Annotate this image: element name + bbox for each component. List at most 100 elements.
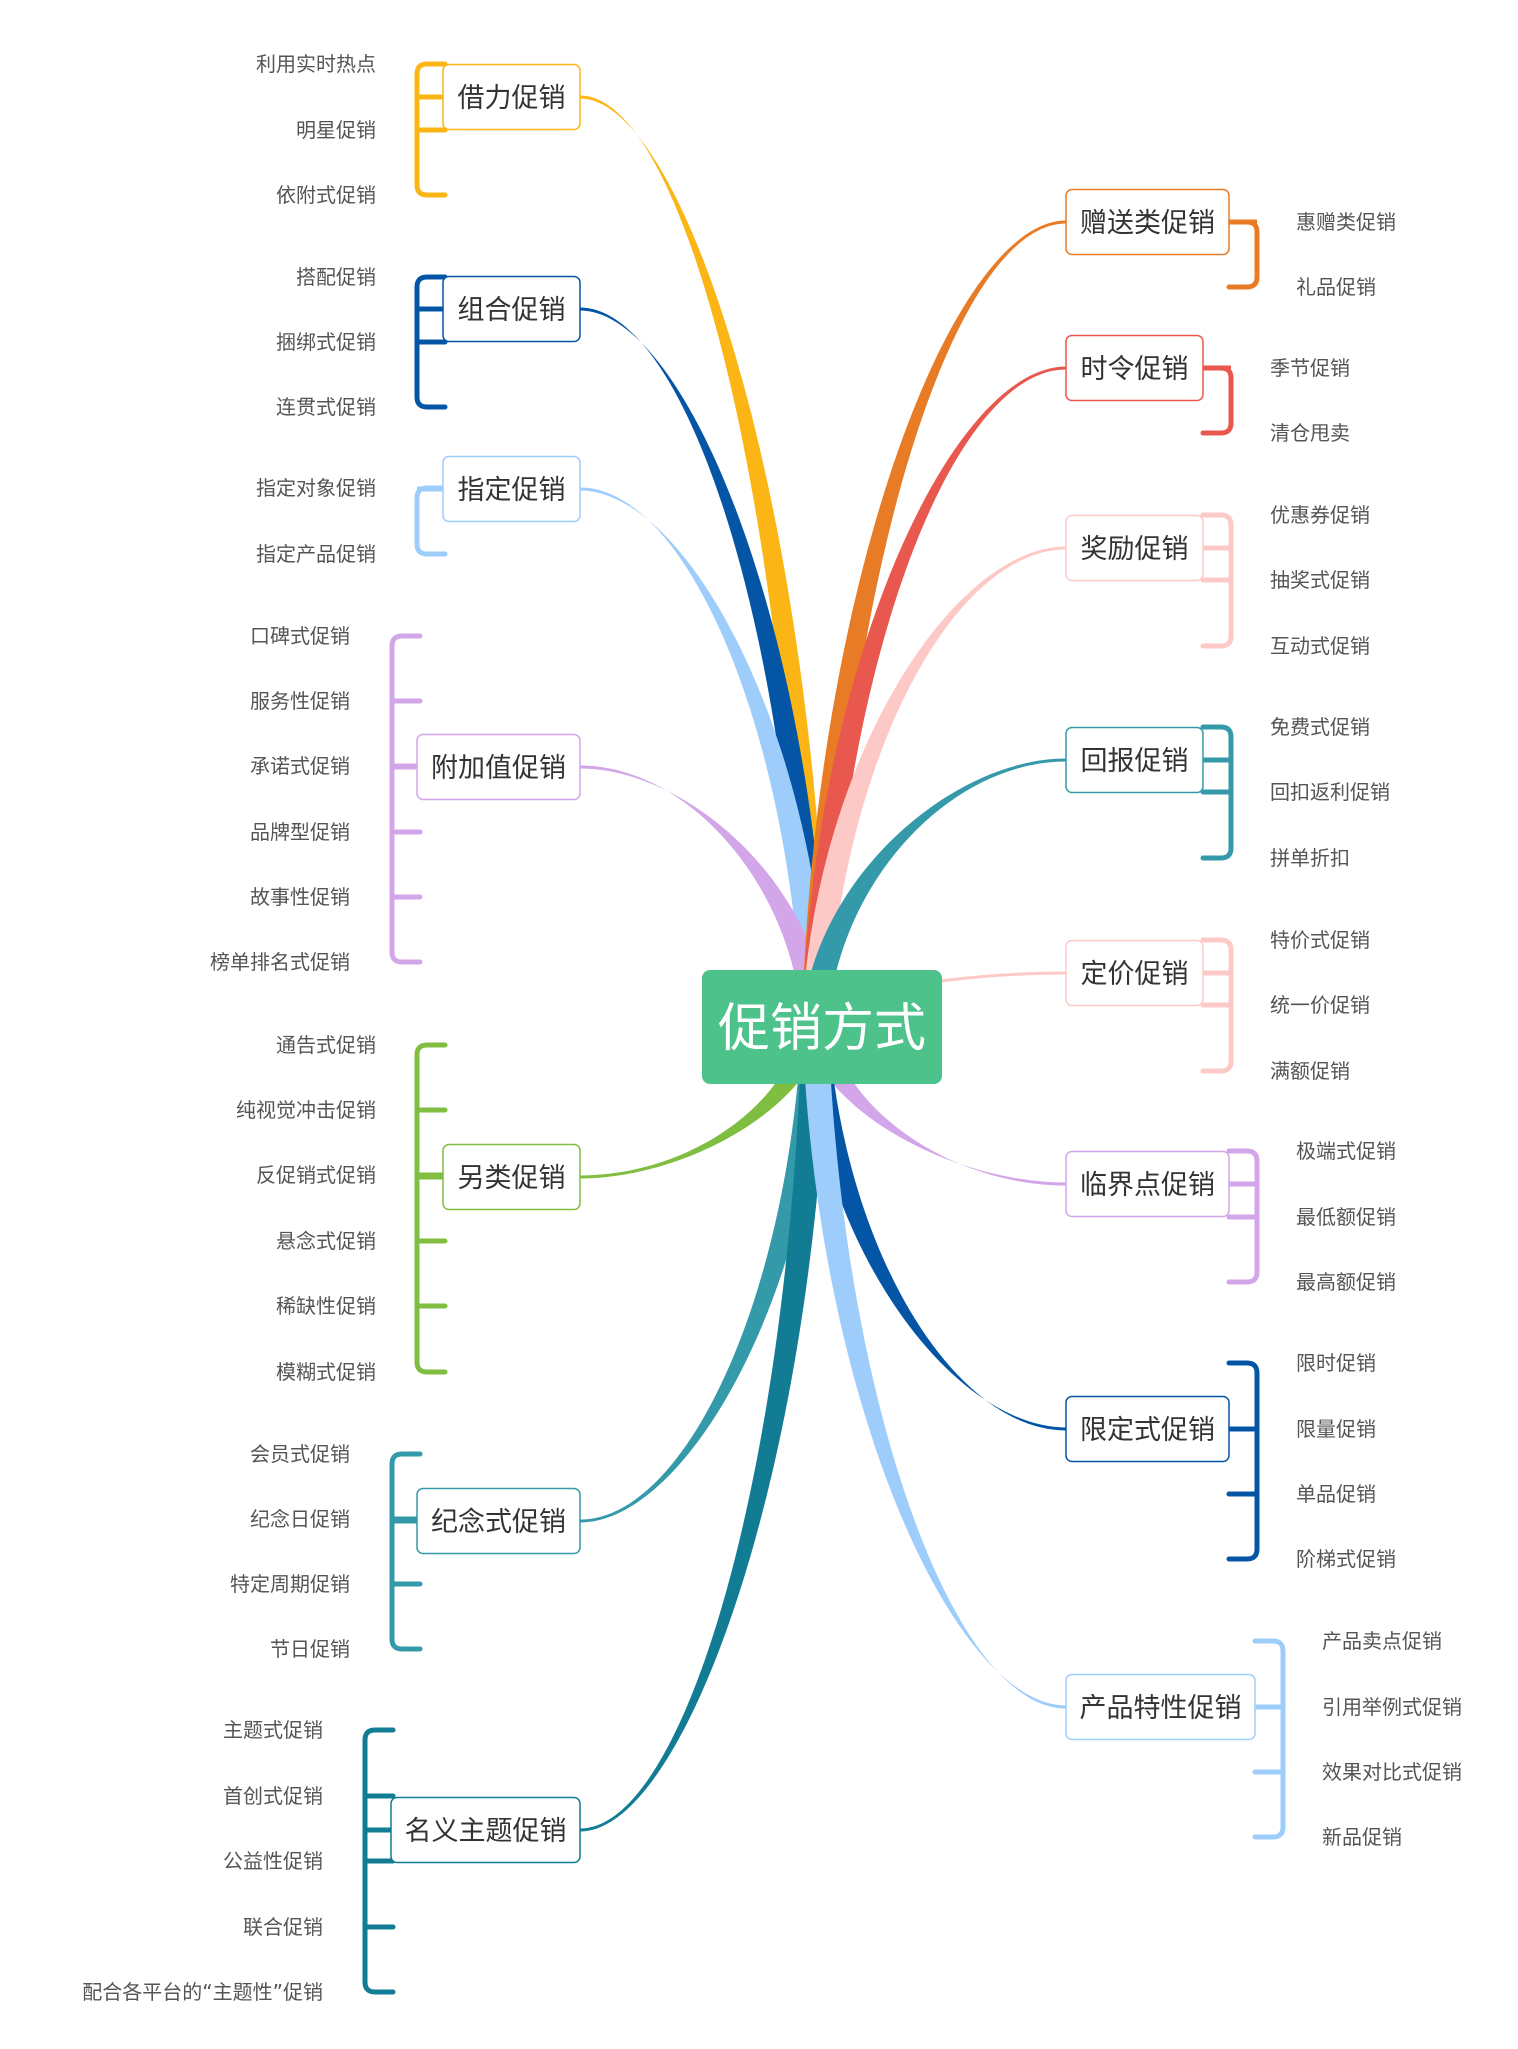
- topic-box[interactable]: [442, 275, 581, 343]
- topic-box[interactable]: [442, 63, 581, 131]
- subtopic-label[interactable]: 特价式促销: [1270, 928, 1370, 952]
- topic-box[interactable]: [1065, 1395, 1230, 1463]
- subtopic-label[interactable]: 搭配促销: [296, 265, 376, 289]
- subtopic-label[interactable]: 优惠券促销: [1270, 503, 1370, 527]
- topic-box[interactable]: [1065, 514, 1204, 582]
- subtopic-label[interactable]: 公益性促销: [223, 1849, 323, 1873]
- subtopic-label[interactable]: 利用实时热点: [256, 52, 376, 76]
- topic-label: 名义主题促销: [405, 1816, 567, 1847]
- topic-label: 时令促销: [1081, 354, 1189, 385]
- bracket-spine: [414, 485, 448, 557]
- topic-box[interactable]: [442, 455, 581, 523]
- subtopic-label[interactable]: 故事性促销: [250, 885, 350, 909]
- subtopic-label[interactable]: 单品促销: [1296, 1482, 1376, 1506]
- subtopic-label[interactable]: 指定产品促销: [256, 542, 376, 566]
- root-box[interactable]: [702, 970, 942, 1084]
- subtopic-label[interactable]: 口碑式促销: [250, 624, 350, 648]
- subtopic-label[interactable]: 榜单排名式促销: [210, 950, 350, 974]
- subtopic-label[interactable]: 节日促销: [270, 1637, 350, 1661]
- subtopic-label[interactable]: 承诺式促销: [250, 754, 350, 778]
- subtopic-label[interactable]: 最高额促销: [1296, 1270, 1396, 1294]
- subtopic-label[interactable]: 反促销式促销: [256, 1163, 376, 1187]
- topic-box[interactable]: [442, 1143, 581, 1211]
- topic-label: 限定式促销: [1080, 1415, 1215, 1446]
- subtopic-label[interactable]: 极端式促销: [1296, 1139, 1396, 1163]
- subtopic-label[interactable]: 拼单折扣: [1270, 846, 1350, 870]
- topic-box[interactable]: [416, 1487, 581, 1555]
- subtopic-label[interactable]: 捆绑式促销: [276, 330, 376, 354]
- subtopic-label[interactable]: 限时促销: [1296, 1351, 1376, 1375]
- subtopic-label[interactable]: 清仓甩卖: [1270, 421, 1350, 445]
- subtopic-label[interactable]: 产品卖点促销: [1322, 1629, 1442, 1653]
- right-branch-8: [802, 1020, 1066, 1709]
- subtopic-label[interactable]: 纯视觉冲击促销: [236, 1098, 376, 1122]
- subtopic-label[interactable]: 抽奖式促销: [1270, 568, 1370, 592]
- topic-box[interactable]: [1065, 334, 1204, 402]
- subtopic-label[interactable]: 阶梯式促销: [1296, 1547, 1396, 1571]
- subtopic-label[interactable]: 首创式促销: [223, 1784, 323, 1808]
- subtopic-label[interactable]: 回扣返利促销: [1270, 780, 1390, 804]
- topic-box[interactable]: [1065, 1673, 1256, 1741]
- topic-box[interactable]: [1065, 1150, 1230, 1218]
- topic-label: 定价促销: [1081, 959, 1189, 990]
- subtopic-label[interactable]: 模糊式促销: [276, 1360, 376, 1384]
- subtopic-label[interactable]: 稀缺性促销: [276, 1294, 376, 1318]
- subtopic-label[interactable]: 会员式促销: [250, 1442, 350, 1466]
- subtopic-label[interactable]: 引用举例式促销: [1322, 1695, 1462, 1719]
- subtopic-label[interactable]: 服务性促销: [250, 689, 350, 713]
- subtopic-label[interactable]: 免费式促销: [1270, 715, 1370, 739]
- subtopic-label[interactable]: 季节促销: [1270, 356, 1350, 380]
- topic-label: 奖励促销: [1081, 534, 1189, 565]
- topic-label: 回报促销: [1081, 746, 1189, 777]
- topic-box[interactable]: [1065, 939, 1204, 1007]
- topic-box[interactable]: [390, 1796, 581, 1864]
- subtopic-label[interactable]: 明星促销: [296, 118, 376, 142]
- bracket-spine: [1226, 219, 1260, 290]
- subtopic-label[interactable]: 依附式促销: [276, 183, 376, 207]
- subtopic-label[interactable]: 新品促销: [1322, 1825, 1402, 1849]
- topic-box[interactable]: [416, 733, 581, 801]
- subtopic-label[interactable]: 配合各平台的“主题性”促销: [82, 1980, 323, 2004]
- right-topic-1[interactable]: 赠送类促销惠赠类促销礼品促销: [1065, 188, 1396, 300]
- right-branch-1: [802, 220, 1066, 1020]
- topic-box[interactable]: [1065, 726, 1204, 794]
- subtopic-label[interactable]: 连贯式促销: [276, 395, 376, 419]
- topic-nodes: 借力促销利用实时热点明星促销依附式促销组合促销搭配促销捆绑式促销连贯式促销指定促…: [82, 52, 1462, 2004]
- subtopic-label[interactable]: 纪念日促销: [250, 1507, 350, 1531]
- subtopic-label[interactable]: 联合促销: [243, 1915, 323, 1939]
- subtopic-label[interactable]: 限量促销: [1296, 1417, 1376, 1441]
- subtopic-label[interactable]: 礼品促销: [1296, 275, 1376, 299]
- subtopic-label[interactable]: 惠赠类促销: [1296, 210, 1396, 234]
- topic-box[interactable]: [1065, 188, 1230, 256]
- subtopic-label[interactable]: 悬念式促销: [276, 1229, 376, 1253]
- subtopic-label[interactable]: 满额促销: [1270, 1059, 1350, 1083]
- root-topic[interactable]: 促销方式: [702, 970, 942, 1084]
- bracket-spine: [414, 1042, 448, 1375]
- subtopic-label[interactable]: 统一价促销: [1270, 993, 1370, 1017]
- subtopic-label[interactable]: 效果对比式促销: [1322, 1760, 1462, 1784]
- subtopic-label[interactable]: 主题式促销: [223, 1718, 323, 1742]
- subtopic-label[interactable]: 特定周期促销: [230, 1572, 350, 1596]
- subtopic-label[interactable]: 指定对象促销: [256, 476, 376, 500]
- subtopic-label[interactable]: 通告式促销: [276, 1033, 376, 1057]
- subtopic-label[interactable]: 互动式促销: [1270, 634, 1370, 658]
- subtopic-label[interactable]: 品牌型促销: [250, 820, 350, 844]
- topic-label: 产品特性促销: [1080, 1693, 1242, 1724]
- topic-label: 指定促销: [458, 475, 566, 506]
- subtopic-label[interactable]: 最低额促销: [1296, 1205, 1396, 1229]
